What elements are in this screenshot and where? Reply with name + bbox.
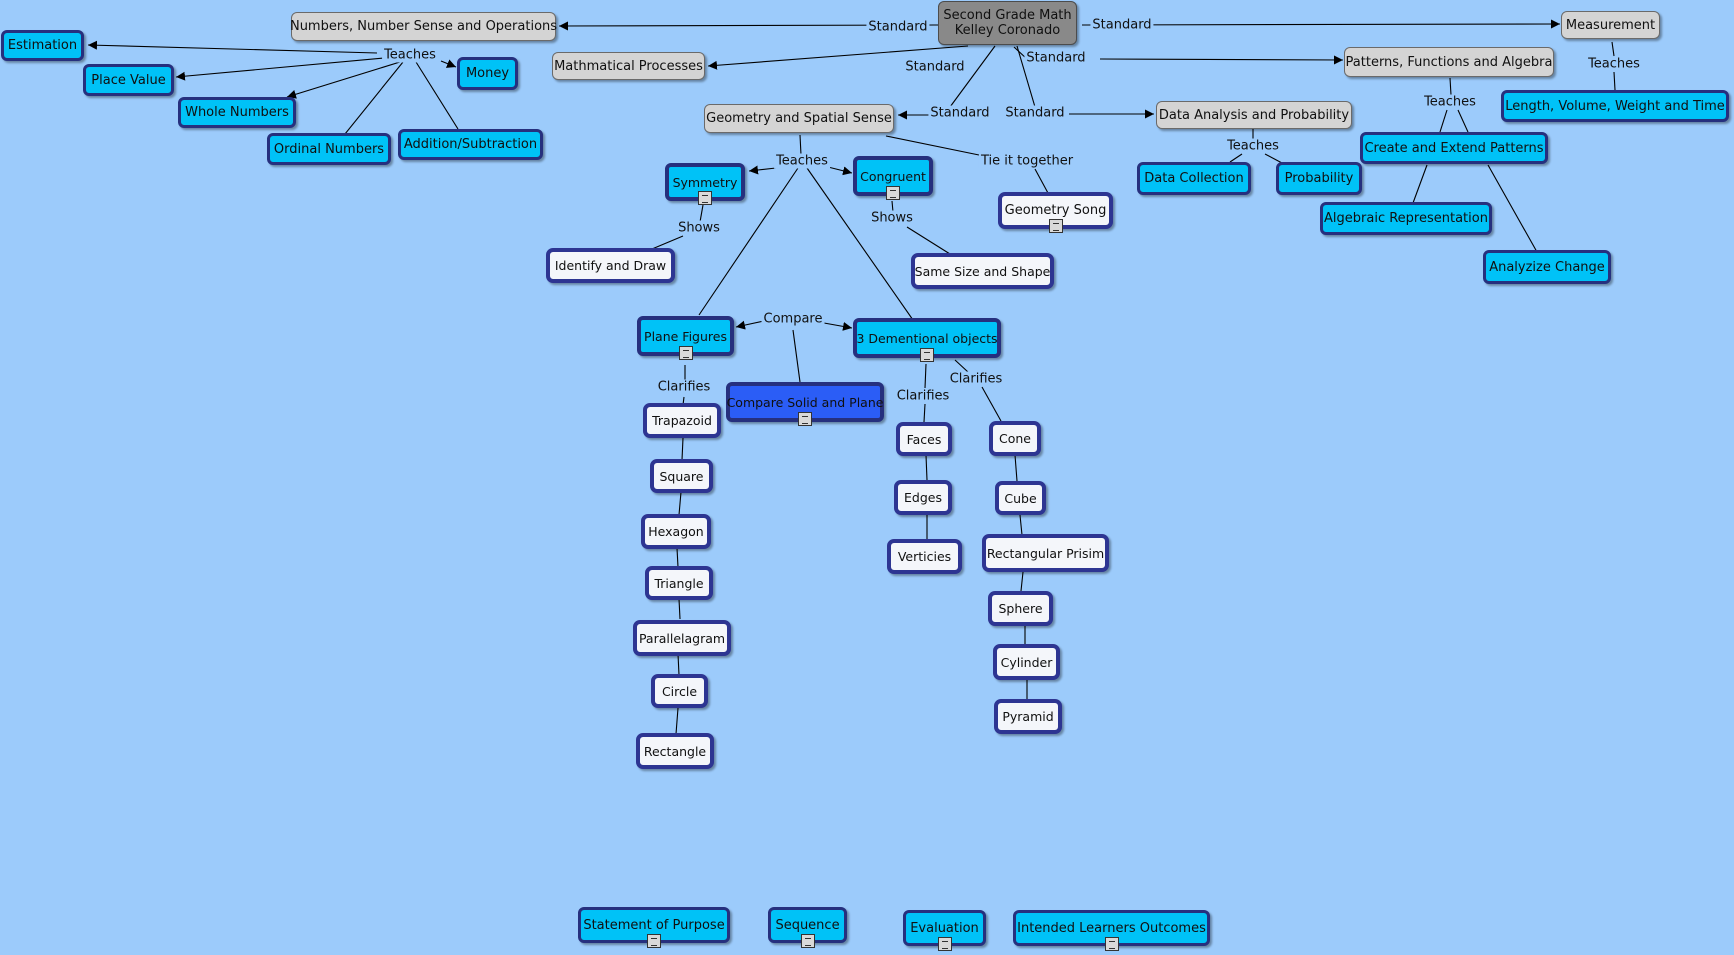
topic-same-size-shape[interactable]: Same Size and Shape bbox=[911, 253, 1054, 289]
link-label-teaches: Teaches bbox=[1225, 138, 1281, 154]
solid-cylinder[interactable]: Cylinder bbox=[993, 644, 1060, 680]
document-icon[interactable] bbox=[886, 186, 900, 200]
shape-parallelagram[interactable]: Parallelagram bbox=[633, 620, 731, 656]
shape-rectangle[interactable]: Rectangle bbox=[636, 733, 714, 769]
root-node[interactable]: Second Grade Math Kelley Coronado bbox=[938, 1, 1077, 45]
topic-probability[interactable]: Probability bbox=[1276, 162, 1362, 195]
topic-place-value[interactable]: Place Value bbox=[83, 64, 174, 96]
solid-cube[interactable]: Cube bbox=[995, 481, 1046, 515]
standard-measurement[interactable]: Measurement bbox=[1561, 11, 1660, 39]
document-icon[interactable] bbox=[920, 348, 934, 362]
shape-square[interactable]: Square bbox=[650, 459, 713, 493]
topic-identify-draw[interactable]: Identify and Draw bbox=[546, 248, 675, 283]
topic-length-volume-weight-time[interactable]: Length, Volume, Weight and Time bbox=[1501, 90, 1729, 122]
intended-learners-outcomes-label: Intended Learners Outcomes bbox=[1017, 920, 1206, 936]
document-icon[interactable] bbox=[698, 191, 712, 205]
topic-create-extend-patterns[interactable]: Create and Extend Patterns bbox=[1360, 132, 1548, 164]
part-faces[interactable]: Faces bbox=[896, 422, 952, 456]
document-icon[interactable] bbox=[1048, 219, 1063, 233]
topic-plane-figures[interactable]: Plane Figures bbox=[637, 316, 734, 360]
symmetry-label: Symmetry bbox=[672, 174, 738, 190]
standard-processes[interactable]: Mathmatical Processes bbox=[552, 52, 705, 80]
shape-hexagon[interactable]: Hexagon bbox=[641, 514, 711, 549]
link-label-teaches: Teaches bbox=[774, 153, 830, 169]
document-icon[interactable] bbox=[647, 934, 661, 948]
topic-ordinal-numbers[interactable]: Ordinal Numbers bbox=[267, 133, 391, 165]
topic-analyze-change[interactable]: Analyzize Change bbox=[1483, 250, 1611, 284]
topic-3d-objects[interactable]: 3 Dementional objects bbox=[853, 318, 1001, 362]
footer-intended-learners-outcomes[interactable]: Intended Learners Outcomes bbox=[1013, 910, 1210, 951]
shape-circle[interactable]: Circle bbox=[651, 674, 708, 708]
topic-money[interactable]: Money bbox=[457, 57, 518, 90]
solid-pyramid[interactable]: Pyramid bbox=[994, 699, 1062, 734]
document-icon[interactable] bbox=[798, 412, 812, 426]
root-author: Kelley Coronado bbox=[954, 23, 1061, 38]
congruent-label: Congruent bbox=[860, 168, 926, 184]
standard-geometry[interactable]: Geometry and Spatial Sense bbox=[704, 104, 894, 133]
solid-cone[interactable]: Cone bbox=[989, 421, 1041, 456]
link-label-standard: Standard bbox=[1024, 50, 1088, 66]
link-label-teaches: Teaches bbox=[1586, 56, 1642, 72]
link-label-compare: Compare bbox=[761, 311, 825, 327]
standard-numbers[interactable]: Numbers, Number Sense and Operations bbox=[290, 12, 557, 41]
statement-of-purpose-label: Statement of Purpose bbox=[583, 917, 725, 933]
solid-sphere[interactable]: Sphere bbox=[988, 591, 1053, 626]
document-icon[interactable] bbox=[1104, 937, 1119, 951]
part-edges[interactable]: Edges bbox=[894, 480, 952, 515]
3d-objects-label: 3 Dementional objects bbox=[856, 330, 998, 346]
link-label-standard: Standard bbox=[928, 105, 992, 121]
topic-geometry-song[interactable]: Geometry Song bbox=[998, 192, 1113, 233]
evaluation-label: Evaluation bbox=[910, 920, 979, 936]
topic-addition-subtraction[interactable]: Addition/Subtraction bbox=[398, 129, 543, 160]
solid-rectangular-prisim[interactable]: Rectangular Prisim bbox=[982, 534, 1109, 572]
link-label-standard: Standard bbox=[866, 19, 930, 35]
topic-estimation[interactable]: Estimation bbox=[1, 30, 84, 61]
link-label-shows: Shows bbox=[869, 210, 915, 226]
topic-symmetry[interactable]: Symmetry bbox=[665, 163, 745, 205]
shape-triangle[interactable]: Triangle bbox=[645, 566, 713, 600]
link-label-tie-together: Tie it together bbox=[978, 153, 1076, 169]
document-icon[interactable] bbox=[937, 937, 952, 951]
shape-trapazoid[interactable]: Trapazoid bbox=[643, 403, 721, 438]
link-label-standard: Standard bbox=[903, 59, 967, 75]
standard-data[interactable]: Data Analysis and Probability bbox=[1156, 101, 1352, 129]
document-icon[interactable] bbox=[800, 934, 815, 948]
link-label-clarifies: Clarifies bbox=[894, 388, 952, 404]
root-title: Second Grade Math bbox=[943, 8, 1072, 23]
link-label-shows: Shows bbox=[676, 220, 722, 236]
part-verticies[interactable]: Verticies bbox=[887, 539, 962, 574]
topic-compare-solid-plane[interactable]: Compare Solid and Plane bbox=[726, 382, 884, 426]
topic-algebraic-representation[interactable]: Algebraic Representation bbox=[1320, 202, 1492, 235]
link-label-standard: Standard bbox=[1003, 105, 1067, 121]
footer-statement-of-purpose[interactable]: Statement of Purpose bbox=[578, 907, 730, 948]
link-label-standard: Standard bbox=[1090, 17, 1154, 33]
topic-congruent[interactable]: Congruent bbox=[853, 156, 933, 200]
link-label-teaches: Teaches bbox=[1422, 94, 1478, 110]
compare-solid-plane-label: Compare Solid and Plane bbox=[726, 394, 884, 410]
footer-sequence[interactable]: Sequence bbox=[768, 907, 847, 948]
link-label-teaches: Teaches bbox=[382, 47, 438, 63]
geometry-song-label: Geometry Song bbox=[1004, 203, 1107, 218]
document-icon[interactable] bbox=[678, 346, 693, 360]
sequence-label: Sequence bbox=[775, 917, 840, 933]
link-label-clarifies: Clarifies bbox=[655, 379, 713, 395]
plane-figures-label: Plane Figures bbox=[644, 328, 727, 344]
topic-data-collection[interactable]: Data Collection bbox=[1137, 162, 1251, 195]
standard-patterns[interactable]: Patterns, Functions and Algebra bbox=[1344, 47, 1554, 77]
link-label-clarifies: Clarifies bbox=[947, 371, 1005, 387]
topic-whole-numbers[interactable]: Whole Numbers bbox=[178, 97, 296, 128]
footer-evaluation[interactable]: Evaluation bbox=[903, 910, 986, 951]
